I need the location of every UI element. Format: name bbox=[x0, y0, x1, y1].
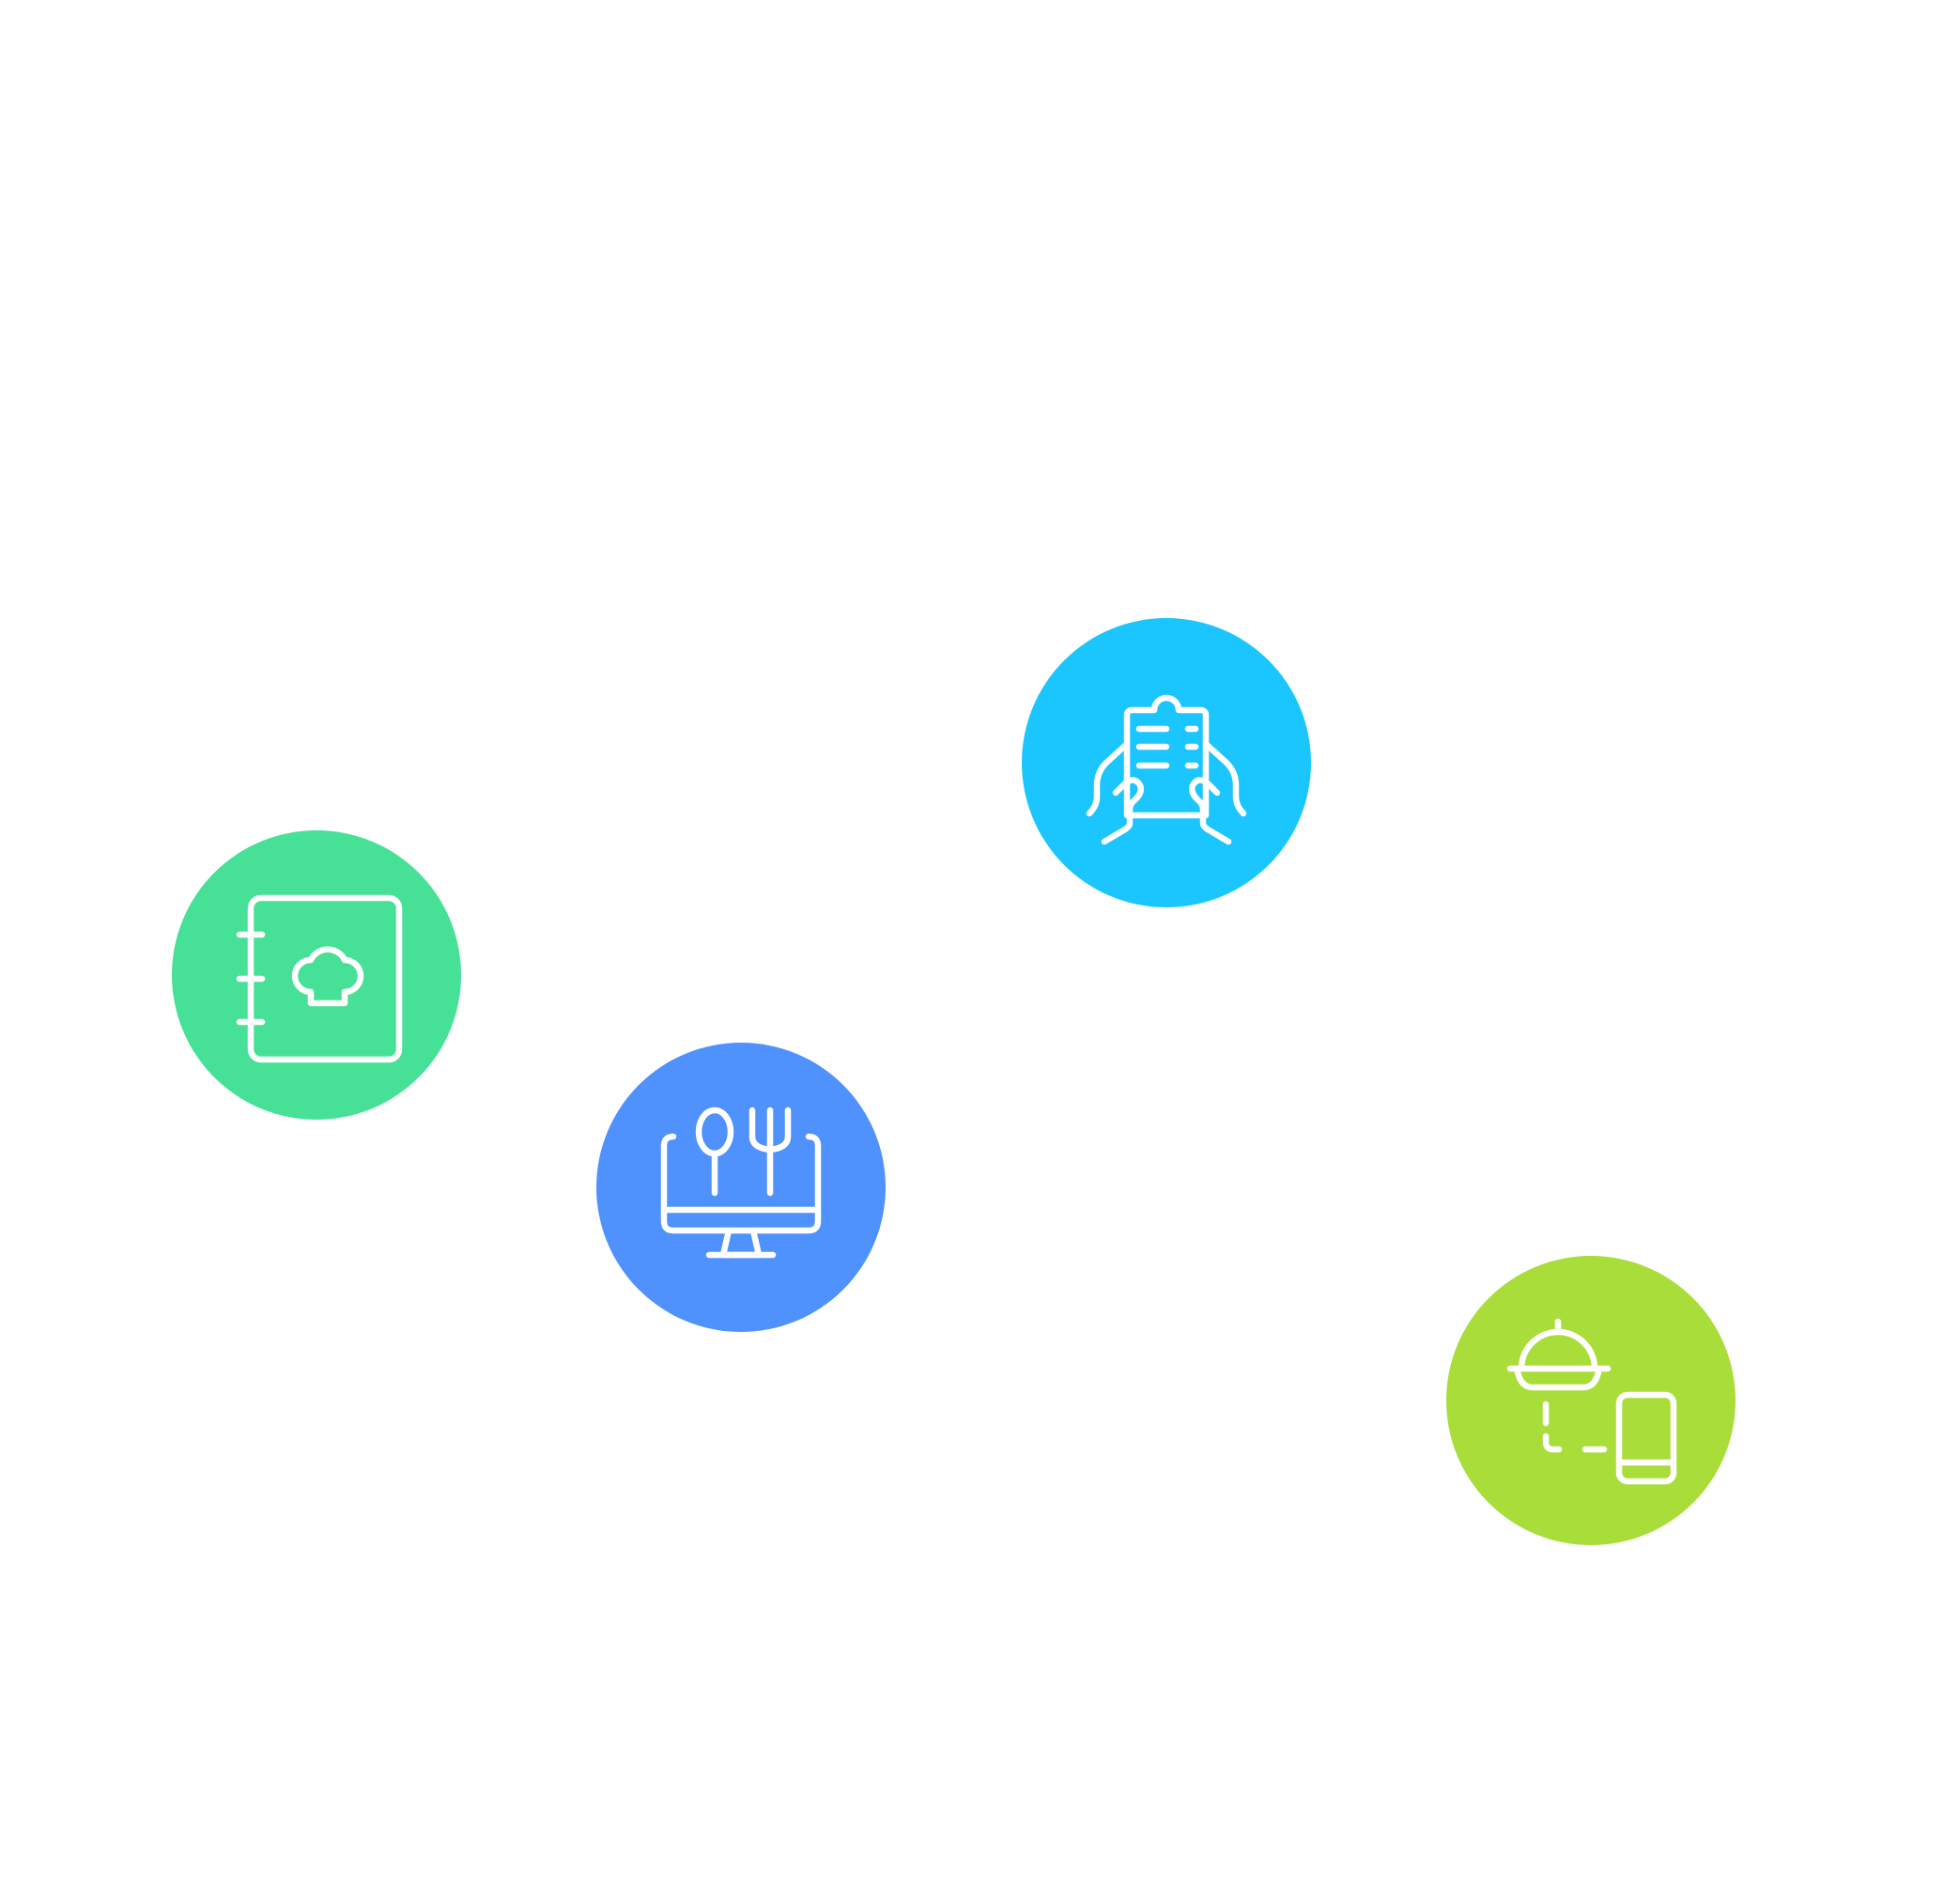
recipe-book-chef-hat-icon bbox=[172, 830, 461, 1120]
cloche-to-phone-delivery-icon bbox=[1446, 1256, 1736, 1545]
badge-circle bbox=[1446, 1256, 1736, 1545]
monitor-spoon-fork-icon bbox=[596, 1043, 886, 1332]
hands-holding-menu-icon bbox=[1022, 618, 1311, 907]
food-delivery-badge bbox=[1446, 1256, 1736, 1545]
recipe-book-badge bbox=[172, 830, 461, 1120]
online-ordering-badge bbox=[596, 1043, 886, 1332]
menu-badge bbox=[1022, 618, 1311, 907]
badge-circle bbox=[596, 1043, 886, 1332]
badge-circle bbox=[172, 830, 461, 1120]
